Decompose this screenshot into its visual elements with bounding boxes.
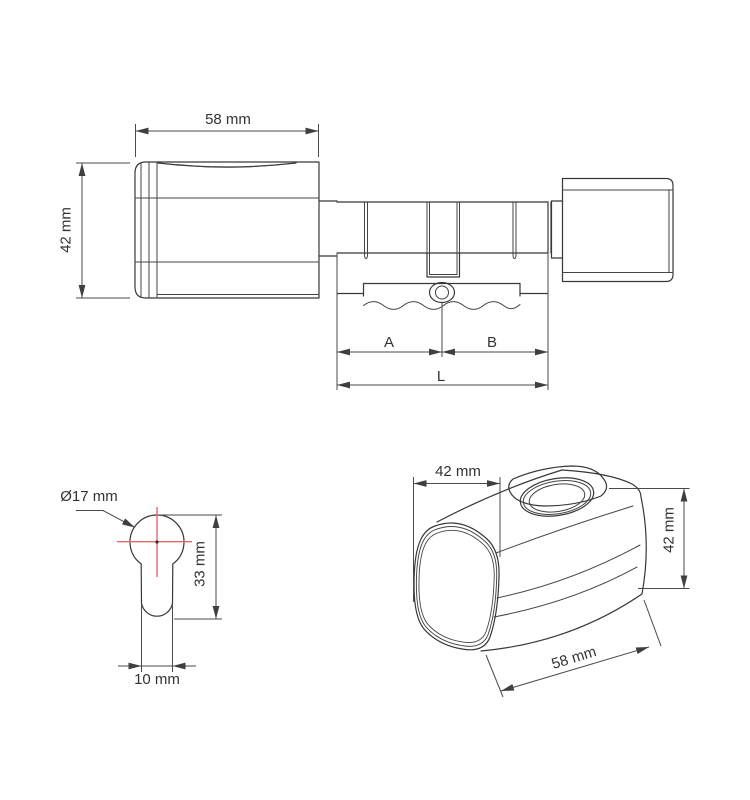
dim-a-b-l: A B L — [336, 253, 549, 390]
fingerprint-plateau — [508, 465, 608, 507]
body-seam-2 — [493, 566, 638, 618]
side-view-knob — [134, 161, 320, 299]
iso-dim-42mm-height: 42 mm — [609, 488, 690, 589]
body-back-top-edge — [561, 469, 642, 498]
iso-dim-42mm-width: 42 mm — [413, 463, 501, 602]
iso-dim-58mm-depth: 58 mm — [485, 599, 662, 698]
dim-label-diameter-17mm: Ø17 mm — [60, 488, 118, 505]
front-face-outer-rim — [413, 522, 500, 651]
profile-view: Ø17 mm 33 mm 10 mm — [60, 488, 222, 688]
knob-top-curve-2 — [176, 164, 281, 168]
cam-gap-right — [456, 201, 460, 254]
fingerprint-ring-outer — [519, 477, 595, 517]
screw-hole-inner — [435, 285, 449, 300]
screw-hole-outer — [428, 281, 456, 304]
iso-dim-label-58mm-depth: 58 mm — [550, 643, 599, 673]
side-view-barrel — [336, 201, 552, 278]
iso-body — [436, 469, 647, 652]
dim-33mm: 33 mm — [159, 514, 222, 620]
diameter-leader-line — [76, 510, 136, 528]
side-view: 58 mm 42 mm A B L — [58, 111, 674, 390]
iso-view: 42 mm 42 mm 58 mm — [413, 463, 690, 698]
dim-58mm-top: 58 mm — [135, 111, 319, 157]
dim-label-10mm: 10 mm — [134, 671, 180, 688]
iso-dim-depth-ext-right — [643, 599, 662, 647]
thumbturn-outline — [561, 177, 674, 283]
body-seam-1 — [496, 544, 641, 599]
spine-break-wave — [363, 301, 521, 310]
dim-label-42mm-side: 42 mm — [58, 207, 75, 253]
fingerprint-sensor — [528, 483, 586, 513]
collar-outline — [550, 200, 564, 259]
dim-10mm: 10 mm — [118, 604, 196, 688]
iso-dim-label-42mm-height: 42 mm — [661, 507, 678, 553]
barrel-end-cap — [547, 201, 552, 254]
dim-label-b: B — [487, 334, 497, 351]
side-view-neck — [318, 200, 338, 257]
dim-label-l: L — [437, 368, 445, 385]
iso-dim-depth-line — [500, 646, 650, 692]
dim-label-a: A — [384, 334, 394, 351]
cam-box — [426, 252, 461, 278]
profile-center-dot — [155, 540, 159, 544]
cam-gap-left — [426, 201, 430, 254]
front-face-rim-2 — [415, 526, 498, 647]
dim-label-58mm-top: 58 mm — [205, 111, 251, 128]
cam-box-inner — [429, 252, 458, 275]
iso-front-face — [413, 522, 500, 651]
pin-slot-left — [364, 202, 368, 259]
front-face-rim-3 — [418, 529, 495, 643]
body-bottom-edge — [480, 593, 643, 652]
iso-dim-depth-ext-left — [485, 654, 504, 698]
body-top-side-edge — [495, 505, 634, 554]
side-view-thumbturn — [550, 177, 674, 283]
side-view-spine — [336, 281, 549, 310]
iso-dim-label-42mm-width: 42 mm — [435, 463, 481, 480]
dim-diameter-17: Ø17 mm — [60, 488, 136, 528]
body-right-contour — [640, 496, 647, 595]
fingerprint-ring-mid — [522, 480, 592, 515]
dim-42mm-side: 42 mm — [58, 162, 130, 299]
knob-outline — [134, 161, 320, 299]
pin-slot-right — [512, 202, 517, 259]
iso-fingerprint-module — [508, 465, 608, 517]
profile-outline — [129, 514, 185, 617]
dim-label-33mm: 33 mm — [192, 541, 209, 587]
